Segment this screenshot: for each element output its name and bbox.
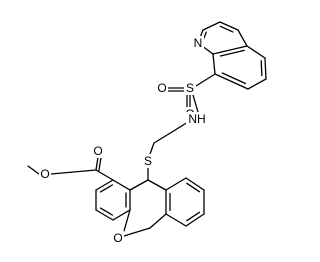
atom-label-layer: N S O O NH S O: [39, 36, 208, 245]
bond-54: [165, 177, 187, 191]
atom-nh-amide: NH: [186, 112, 208, 126]
bond-6: [237, 29, 248, 47]
atom-s-sulfonyl-label: S: [186, 81, 194, 95]
atom-o-sulfonyl-left: O: [156, 81, 168, 95]
bond-53: [186, 182, 201, 193]
structure-diagram: N S O O NH S O: [27, 21, 267, 245]
bond-17: [195, 73, 216, 87]
bond-45: [147, 179, 167, 191]
atom-o-ester-methoxy-label: O: [40, 167, 49, 181]
bond-37: [95, 169, 114, 181]
atom-o-ester-carbonyl: O: [92, 144, 104, 158]
atom-o-sulfonyl-left-label: O: [157, 81, 166, 95]
atom-o-ring-label: O: [113, 231, 122, 245]
bond-14: [214, 73, 249, 90]
atom-n-quinoline-label: N: [194, 36, 203, 50]
bond-24: [153, 131, 173, 144]
molecule-svg: N S O O NH S O: [27, 21, 267, 245]
bond-40: [50, 169, 97, 175]
bond-15: [221, 72, 247, 85]
bond-27: [112, 179, 131, 191]
bond-52: [185, 177, 205, 191]
bond-12: [260, 60, 263, 77]
atom-s-thioether: S: [142, 154, 154, 168]
bond-13: [247, 78, 267, 90]
bond-28: [95, 179, 114, 191]
bond-16: [212, 53, 216, 75]
bond-43: [123, 227, 151, 237]
bond-3: [202, 21, 221, 31]
bond-49: [185, 213, 205, 227]
bond-layer: [27, 21, 267, 237]
bond-42: [123, 209, 131, 232]
bond-22: [192, 94, 199, 113]
bond-39: [98, 156, 102, 172]
bond-25: [149, 142, 155, 155]
atom-s-sulfonyl: S: [184, 81, 196, 95]
bond-41: [27, 165, 40, 175]
bond-29: [99, 184, 114, 193]
bond-8: [212, 45, 248, 55]
atom-o-ester-methoxy: O: [39, 167, 51, 181]
bond-33: [112, 209, 131, 221]
atom-o-ring: O: [112, 231, 124, 245]
bond-50: [186, 211, 201, 222]
bond-44: [149, 213, 167, 229]
bond-36: [129, 179, 149, 191]
bond-31: [95, 209, 114, 221]
atom-nh-amide-label: NH: [188, 112, 205, 126]
bond-10: [246, 45, 266, 59]
bond-9: [219, 49, 245, 57]
bond-4: [219, 21, 239, 31]
atom-o-ester-carbonyl-label: O: [93, 144, 102, 158]
atom-n-quinoline: N: [192, 36, 204, 50]
bond-11: [264, 57, 267, 80]
atom-s-thioether-label: S: [144, 154, 152, 168]
bond-5: [219, 25, 234, 33]
bond-38: [95, 156, 99, 171]
bond-48: [165, 213, 187, 227]
bond-32: [99, 207, 114, 216]
bond-23: [171, 121, 189, 133]
